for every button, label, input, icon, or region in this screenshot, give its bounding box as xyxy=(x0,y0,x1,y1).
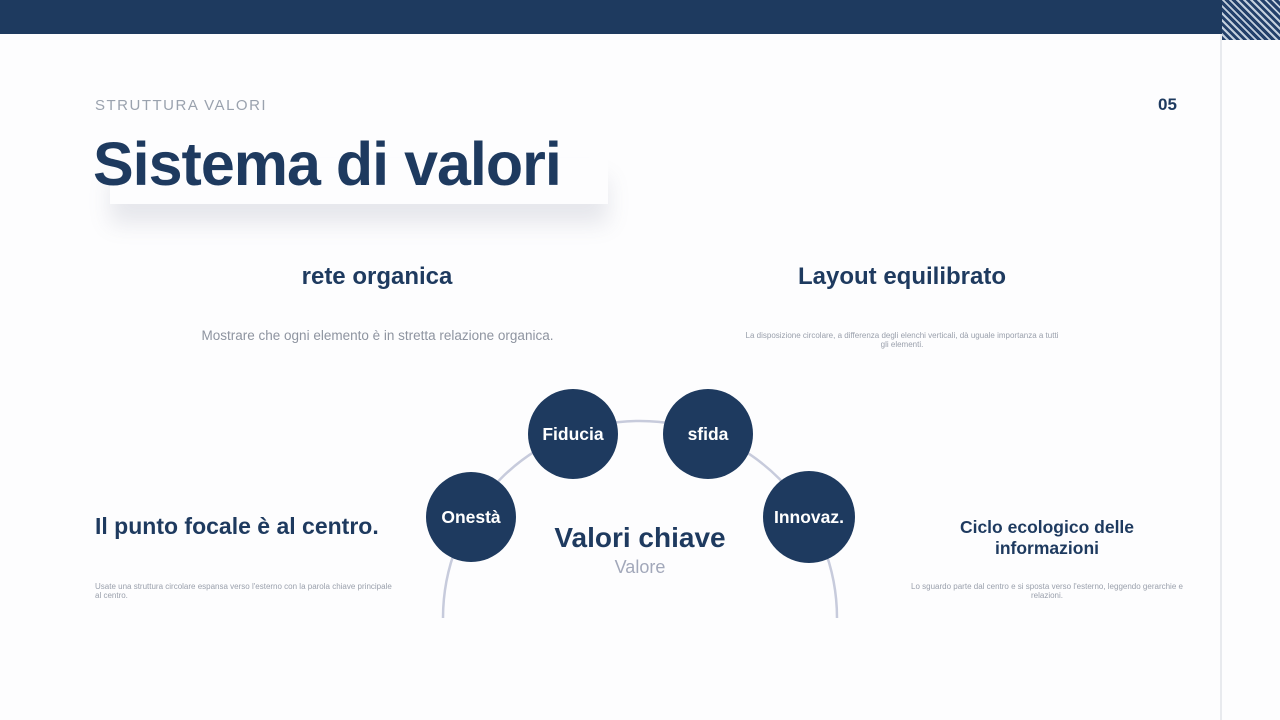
feature-right-heading: Layout equilibrato xyxy=(797,263,1006,290)
diagonal-stripes-pattern xyxy=(1222,0,1280,40)
diagram-center-title: Valori chiave xyxy=(554,522,726,553)
note-right-description: Lo sguardo parte dal centro e si sposta … xyxy=(911,582,1183,600)
note-left-heading: Il punto focale è al centro. xyxy=(95,513,379,539)
right-margin-rule xyxy=(1220,34,1222,720)
node-label-onesta: Onestà xyxy=(441,507,501,527)
feature-left-heading: rete organica xyxy=(301,263,453,290)
note-left-description: Usate una struttura circolare espansa ve… xyxy=(95,582,392,600)
node-circle-sfida xyxy=(663,389,753,479)
node-label-innovaz: Innovaz. xyxy=(774,507,844,527)
node-circle-innovaz xyxy=(763,471,855,563)
page-number: 05 xyxy=(1158,95,1177,114)
node-label-fiducia: Fiducia xyxy=(542,424,604,444)
diagram-center-subtitle: Valore xyxy=(614,557,666,577)
diagram-svg: Onestà Fiducia sfida Innovaz. xyxy=(426,389,855,619)
top-accent-bar xyxy=(0,0,1280,34)
node-label-sfida: sfida xyxy=(688,424,729,444)
feature-right-description: La disposizione circolare, a differenza … xyxy=(745,331,1059,349)
radial-values-diagram: Onestà Fiducia sfida Innovaz. xyxy=(400,360,900,650)
node-circle-fiducia xyxy=(528,389,618,479)
node-circle-onesta xyxy=(426,472,516,562)
slide-kicker: STRUTTURA VALORI xyxy=(95,97,268,114)
note-right-heading: Ciclo ecologico delle informazioni xyxy=(959,517,1135,558)
feature-left-description: Mostrare che ogni elemento è in stretta … xyxy=(201,328,554,343)
slide-title: Sistema di valori xyxy=(93,130,562,198)
